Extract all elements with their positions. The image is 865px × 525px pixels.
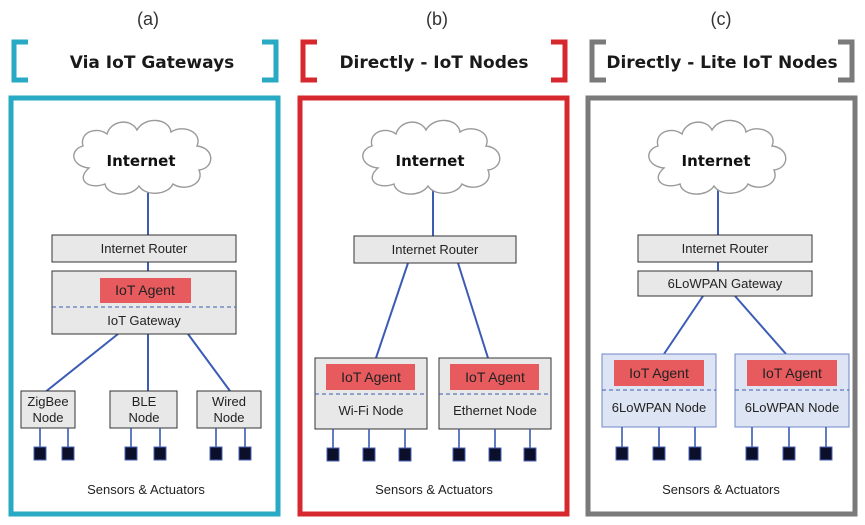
zigbee-node-line2: Node xyxy=(32,410,63,425)
panel-c-node-2-iot-agent-box xyxy=(747,360,837,386)
panel-b-ethernet-iot-agent-box xyxy=(450,364,539,390)
sensor-icon xyxy=(124,428,138,461)
panel-a-heading: Via IoT Gateways xyxy=(70,53,235,73)
panel-b-wifi-iot-agent-label: IoT Agent xyxy=(341,369,401,385)
ble-node-line1: BLE xyxy=(132,394,157,409)
sensor-icon xyxy=(819,427,833,461)
zigbee-node-line1: ZigBee xyxy=(27,394,68,409)
panel-c-node-2-label: 6LoWPAN Node xyxy=(745,400,839,415)
panel-c-frame xyxy=(585,95,858,517)
sensor-icon xyxy=(745,427,759,461)
panel-a-node-ble: BLE Node xyxy=(109,390,178,429)
panel-b-index: (b) xyxy=(426,9,448,29)
sensor-icon xyxy=(452,429,466,462)
panel-c-node-1-label: 6LoWPAN Node xyxy=(612,400,706,415)
sensor-icon xyxy=(362,429,376,462)
panel-b: (b) Directly - IoT Nodes Internet Intern… xyxy=(297,9,570,517)
panel-a-iot-agent-label: IoT Agent xyxy=(115,282,175,298)
panel-a-index: (a) xyxy=(137,9,159,29)
panel-c-internet-cloud: Internet xyxy=(648,119,787,195)
panel-b-router-label: Internet Router xyxy=(392,242,479,257)
panel-c-index: (c) xyxy=(711,9,732,29)
panel-c-6lowpan-gateway: 6LoWPAN Gateway xyxy=(637,270,813,297)
wired-node-line2: Node xyxy=(213,410,244,425)
sensor-icon xyxy=(61,428,75,461)
panel-c-node-2-iot-agent-label: IoT Agent xyxy=(762,365,822,381)
panel-c-router-label: Internet Router xyxy=(682,241,769,256)
panel-a-heading-bracket xyxy=(11,39,279,83)
panel-c: (c) Directly - Lite IoT Nodes Internet I… xyxy=(585,9,858,517)
panel-b-internet-cloud: Internet xyxy=(362,119,501,195)
panel-c-node-1: IoT Agent 6LoWPAN Node xyxy=(601,353,717,428)
panel-c-cloud-label: Internet xyxy=(681,152,750,170)
panel-a-iot-gateway: IoT Agent IoT Gateway xyxy=(51,270,237,335)
panel-c-footer: Sensors & Actuators xyxy=(662,482,780,497)
ethernet-node-label: Ethernet Node xyxy=(453,403,537,418)
wired-node-line1: Wired xyxy=(212,394,246,409)
panel-b-frame xyxy=(297,95,570,517)
sensor-icon xyxy=(488,429,502,462)
sensor-icon xyxy=(153,428,167,461)
panel-a-sensors xyxy=(33,428,252,461)
panel-b-node-wifi: IoT Agent Wi-Fi Node xyxy=(314,357,428,430)
panel-c-gateway-label: 6LoWPAN Gateway xyxy=(668,276,783,291)
panel-a-links xyxy=(43,190,231,394)
sensor-icon xyxy=(326,429,340,462)
sensor-icon xyxy=(652,427,666,461)
panel-c-node-2: IoT Agent 6LoWPAN Node xyxy=(734,353,850,428)
panel-c-node-1-iot-agent-box xyxy=(614,360,704,386)
sensor-icon xyxy=(238,428,252,461)
panel-b-heading: Directly - IoT Nodes xyxy=(339,53,528,73)
panel-a-footer: Sensors & Actuators xyxy=(87,482,205,497)
panel-b-links xyxy=(375,190,489,359)
ble-node-line2: Node xyxy=(128,410,159,425)
panel-b-sensors xyxy=(326,429,537,462)
sensor-icon xyxy=(523,429,537,462)
panel-a-internet-router: Internet Router xyxy=(51,234,237,263)
panel-c-sensors xyxy=(615,427,833,461)
panel-c-links xyxy=(663,190,787,355)
panel-a-node-zigbee: ZigBee Node xyxy=(20,390,76,429)
sensor-icon xyxy=(209,428,223,461)
panel-b-cloud-label: Internet xyxy=(395,152,464,170)
sensor-icon xyxy=(398,429,412,462)
wifi-node-label: Wi-Fi Node xyxy=(338,403,403,418)
panel-c-node-1-iot-agent-label: IoT Agent xyxy=(629,365,689,381)
panel-b-internet-router: Internet Router xyxy=(353,235,517,264)
sensor-icon xyxy=(782,427,796,461)
panel-a-iot-agent-box xyxy=(100,278,191,303)
panel-a-node-wired: Wired Node xyxy=(196,390,262,429)
sensor-icon xyxy=(33,428,47,461)
panel-a-internet-cloud: Internet xyxy=(73,119,212,195)
panel-c-heading-bracket xyxy=(589,39,855,83)
sensor-icon xyxy=(615,427,629,461)
panel-b-footer: Sensors & Actuators xyxy=(375,482,493,497)
panel-c-internet-router: Internet Router xyxy=(637,234,813,263)
panel-b-wifi-iot-agent-box xyxy=(326,364,415,390)
panel-b-heading-bracket xyxy=(300,39,568,83)
panel-c-heading: Directly - Lite IoT Nodes xyxy=(606,53,837,73)
panel-a: (a) Via IoT Gateways Internet Internet R… xyxy=(8,9,281,517)
panel-a-router-label: Internet Router xyxy=(101,241,188,256)
panel-a-frame xyxy=(8,95,281,517)
panel-a-gateway-label: IoT Gateway xyxy=(107,313,181,328)
panel-a-cloud-label: Internet xyxy=(106,152,175,170)
panel-b-node-ethernet: IoT Agent Ethernet Node xyxy=(438,357,552,430)
sensor-icon xyxy=(688,427,702,461)
panel-b-ethernet-iot-agent-label: IoT Agent xyxy=(465,369,525,385)
